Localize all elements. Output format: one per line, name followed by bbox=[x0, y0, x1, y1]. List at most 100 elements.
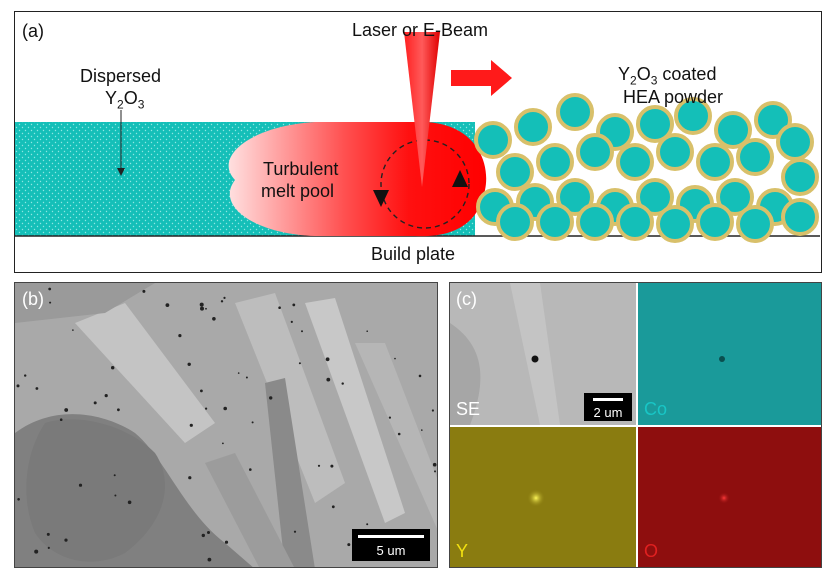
scale-bar-2um: 2 um bbox=[584, 393, 632, 421]
dispersed-label-line2: Y2O3 bbox=[105, 88, 145, 112]
powder-particle bbox=[576, 133, 614, 171]
panel-b-label: (b) bbox=[22, 289, 44, 309]
oxide-particle bbox=[64, 538, 68, 542]
oxide-particle bbox=[388, 416, 391, 419]
oxide-particle bbox=[326, 377, 331, 382]
convection-arrow-down-icon bbox=[373, 190, 389, 207]
powder-particle bbox=[736, 138, 774, 176]
oxide-particle bbox=[434, 470, 436, 473]
laser-beam bbox=[404, 32, 440, 187]
powder-particle bbox=[474, 121, 512, 159]
oxide-particle bbox=[251, 421, 254, 424]
oxide-particle bbox=[278, 306, 281, 309]
scale-bar-line bbox=[358, 535, 424, 538]
powder-particle bbox=[714, 111, 752, 149]
oxide-particle bbox=[317, 464, 321, 467]
scale-bar-line bbox=[593, 398, 623, 401]
oxide-particle bbox=[397, 432, 401, 436]
powder-particle bbox=[781, 198, 819, 236]
oxide-particle bbox=[188, 476, 192, 480]
powder-particle bbox=[776, 123, 814, 161]
oxide-particle bbox=[104, 394, 108, 398]
powder-particle bbox=[636, 105, 674, 143]
powder-label-line1: Y2O3 coated bbox=[618, 64, 717, 88]
powder-particle bbox=[696, 143, 734, 181]
oxide-particle bbox=[93, 401, 97, 405]
powder-particle bbox=[556, 93, 594, 131]
oxide-particle bbox=[366, 523, 369, 526]
powder-particle bbox=[496, 203, 534, 241]
tile-label-o: O bbox=[644, 541, 659, 561]
o-map-tile bbox=[638, 427, 821, 567]
schematic-panel: (a) Laser or E-Beam Dispersed Y2O3 Turbu… bbox=[14, 11, 822, 273]
powder-label-line2: HEA powder bbox=[623, 87, 724, 107]
sem-micrograph-panel: (b) 5 um bbox=[14, 282, 438, 568]
oxide-particle bbox=[237, 372, 240, 374]
oxide-particle bbox=[212, 317, 216, 321]
beam-source-label: Laser or E-Beam bbox=[352, 20, 489, 40]
powder-particle bbox=[781, 158, 819, 196]
oxide-particle bbox=[347, 543, 351, 547]
powder-particle bbox=[656, 133, 694, 171]
oxide-particle bbox=[223, 296, 226, 299]
panel-a-label: (a) bbox=[22, 21, 44, 41]
powder-particle bbox=[696, 203, 734, 241]
oxide-particle bbox=[127, 500, 132, 505]
oxide-particle bbox=[220, 300, 224, 303]
tile-label-co: Co bbox=[644, 399, 668, 419]
powder-particle bbox=[736, 205, 774, 243]
oxide-particle bbox=[142, 289, 146, 293]
oxide-particle bbox=[24, 374, 27, 377]
oxide-particle bbox=[205, 407, 208, 410]
y-map-tile bbox=[450, 427, 636, 567]
am-process-schematic bbox=[15, 32, 820, 243]
oxide-particle bbox=[48, 287, 52, 291]
oxide-particle bbox=[249, 468, 252, 471]
oxide-particle bbox=[34, 549, 39, 554]
tile-label-se: SE bbox=[456, 399, 481, 419]
powder-particle bbox=[616, 203, 654, 241]
oxide-particle bbox=[301, 330, 303, 333]
oxide-particle bbox=[341, 382, 344, 385]
build-plate-label: Build plate bbox=[371, 244, 456, 264]
powder-particle bbox=[556, 178, 594, 216]
oxide-particle bbox=[290, 320, 293, 323]
powder-particle bbox=[674, 97, 712, 135]
oxide-particle bbox=[421, 429, 423, 431]
oxide-particle bbox=[431, 409, 434, 412]
oxide-particle bbox=[222, 442, 224, 445]
oxide-particle bbox=[72, 329, 74, 331]
co-map-tile bbox=[638, 283, 821, 425]
oxide-particle bbox=[64, 408, 69, 412]
powder-particle bbox=[656, 205, 694, 243]
oxide-particle bbox=[292, 303, 296, 307]
oxide-particle bbox=[49, 301, 52, 304]
oxide-particle bbox=[117, 408, 120, 412]
oxide-particle bbox=[366, 330, 369, 332]
oxide-particle bbox=[432, 462, 437, 467]
scale-bar-label: 2 um bbox=[593, 405, 623, 420]
powder-particle bbox=[536, 143, 574, 181]
powder-particle bbox=[636, 178, 674, 216]
dispersed-pointer-arrow-icon bbox=[117, 168, 125, 176]
oxide-particle bbox=[114, 494, 117, 497]
oxide-particle bbox=[165, 303, 170, 307]
oxide-particle bbox=[35, 387, 39, 390]
oxide-particle bbox=[46, 532, 50, 536]
powder-particle bbox=[754, 101, 792, 139]
panel-c-label: (c) bbox=[456, 289, 477, 309]
sem-micrograph bbox=[15, 283, 437, 567]
scale-bar-5um: 5 um bbox=[352, 529, 430, 561]
powder-bed bbox=[474, 93, 819, 243]
oxide-particle bbox=[245, 376, 248, 379]
scale-bar-label: 5 um bbox=[376, 543, 406, 558]
oxide-particle bbox=[418, 374, 422, 378]
oxide-particle bbox=[394, 357, 396, 360]
oxide-particle bbox=[223, 406, 227, 411]
scan-direction-arrow-icon bbox=[451, 60, 512, 96]
powder-particle bbox=[514, 108, 552, 146]
powder-particle bbox=[576, 203, 614, 241]
powder-particle bbox=[716, 178, 754, 216]
eds-map-panel: (c) SE Co Y O 2 um bbox=[449, 282, 822, 568]
oxide-particle bbox=[187, 362, 191, 366]
